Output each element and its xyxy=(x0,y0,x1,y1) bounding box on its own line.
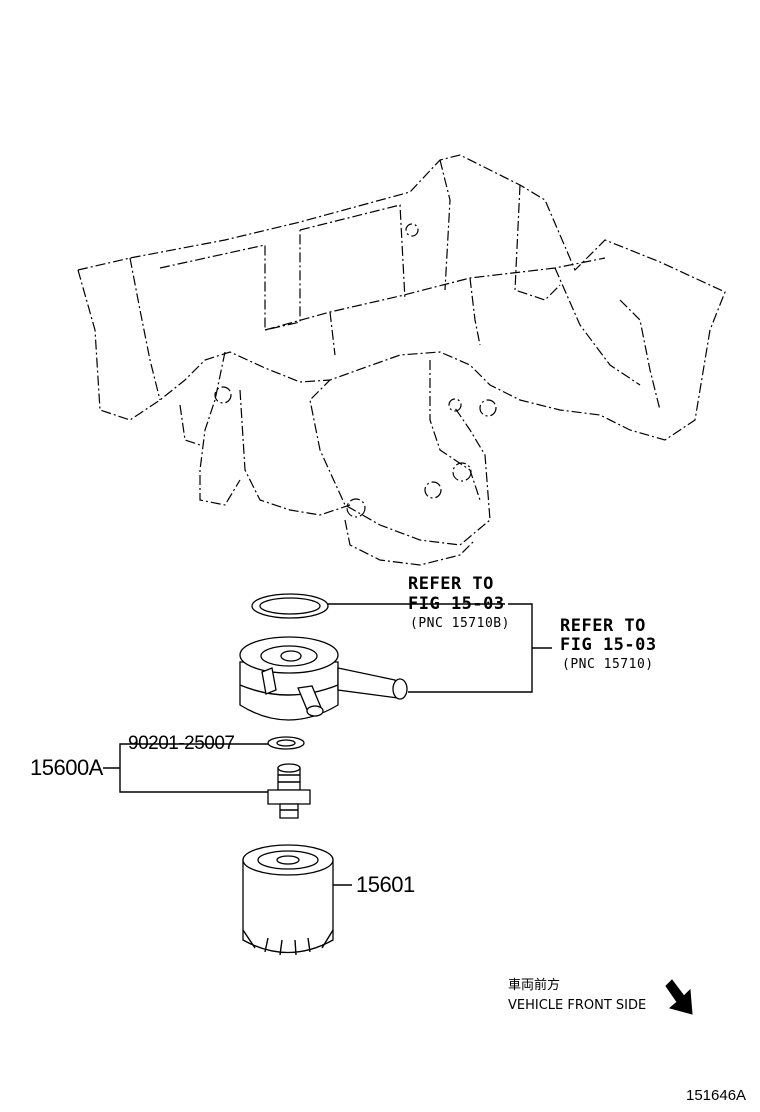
gasket-washer xyxy=(267,736,305,750)
assembly-part-number: 15600A xyxy=(30,755,103,780)
union-bolt xyxy=(267,763,311,819)
direction-label-jp: 車両前方 xyxy=(508,978,561,993)
arrow-down-right-icon xyxy=(665,979,693,1015)
o-ring xyxy=(251,593,329,619)
refer-right-line3: (PNC 15710) xyxy=(562,657,654,672)
leader-lines xyxy=(103,603,552,886)
oil-filter xyxy=(242,844,334,956)
refer-right-line2: FIG 15-03 xyxy=(560,635,657,655)
refer-upper-line3: (PNC 15710B) xyxy=(410,616,510,631)
direction-label-en: VEHICLE FRONT SIDE xyxy=(508,998,647,1013)
oil-pan-outline xyxy=(77,154,726,566)
oil-cooler xyxy=(239,636,408,721)
refer-upper-line2: FIG 15-03 xyxy=(408,594,505,614)
gasket-part-number: 90201-25007 xyxy=(128,733,235,754)
refer-upper-line1: REFER TO xyxy=(408,574,494,594)
refer-right-line1: REFER TO xyxy=(560,616,646,636)
filter-part-number: 15601 xyxy=(356,872,415,897)
figure-id: 151646A xyxy=(686,1087,747,1104)
